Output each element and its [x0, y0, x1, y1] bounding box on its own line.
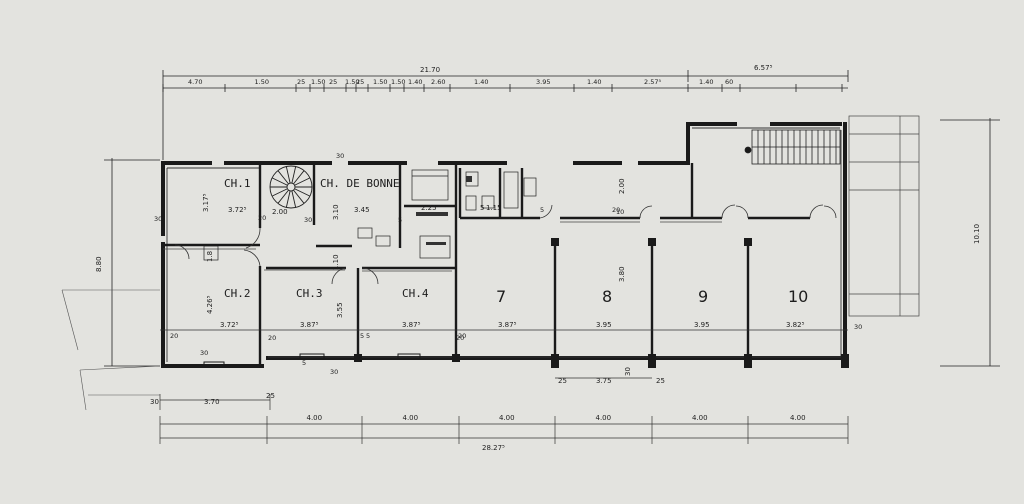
top-segment-dimension: 1.50 [255, 78, 269, 86]
top-segment-dimension: 1.40 [587, 78, 601, 86]
wall-thickness-mark: 20 [170, 332, 178, 340]
dim-bonne-width: 3.45 [354, 206, 370, 214]
between-d: 25 [656, 377, 665, 385]
module-dimension: 4.00 [307, 414, 323, 422]
top-segment-dimension: 3.95 [536, 78, 550, 86]
room-label-ch2: CH.2 [224, 287, 251, 300]
module-dimension: 4.00 [596, 414, 612, 422]
top-segment-dimension: 2.60 [431, 78, 445, 86]
top-segment-dimension: 4.70 [188, 78, 202, 86]
dim-ch1-width: 3.72⁵ [228, 206, 247, 214]
wall-thickness-mark: 30 [330, 368, 338, 376]
door-swings [174, 204, 837, 285]
room-label-ch-bonne: CH. DE BONNE [320, 177, 399, 190]
total-top-dimension: 21.70 [420, 66, 440, 74]
top-segment-dimension: 1.50 [345, 78, 359, 86]
top-segment-dimension: 1.50 [311, 78, 325, 86]
top-segment-dimension: 25 [356, 78, 364, 86]
wall-thickness-mark: 5 [360, 332, 364, 340]
partition-faces [163, 221, 722, 272]
wall-thickness-mark: 30 [304, 216, 312, 224]
annex-staircase [744, 129, 841, 165]
dim-room8-width: 3.95 [596, 321, 612, 329]
room-label-7: 7 [496, 287, 506, 306]
right-overall-height: 10.10 [973, 224, 981, 244]
structural-columns [354, 238, 849, 368]
dim-ch2-height: 4.26⁵ [206, 295, 214, 314]
module-dimension-lines [159, 329, 849, 444]
right-terrace [848, 115, 920, 317]
top-segment-dimension: 25 [329, 78, 337, 86]
wall-thickness-mark: 5 [398, 216, 402, 224]
dim-ch2-width: 3.72⁵ [220, 321, 239, 329]
top-segment-dimension: 1.50 [391, 78, 405, 86]
top-segment-dimension: 1.40 [474, 78, 488, 86]
between-c: 30 [624, 367, 632, 376]
bottom-total-dimension: 28.27⁵ [482, 444, 505, 452]
top-segment-dimension: 1.40 [408, 78, 422, 86]
dim-room9-width: 3.95 [694, 321, 710, 329]
room-label-9: 9 [698, 287, 708, 306]
wall-thickness-mark: 30 [200, 349, 208, 357]
wall-thickness-mark: 30 [336, 152, 344, 160]
between-b: 3.75 [596, 377, 612, 385]
wall-thickness-mark: 20 [258, 214, 266, 222]
bottom-windows [203, 353, 421, 368]
wall-thickness-mark: 20 [268, 334, 276, 342]
module-dimension: 4.00 [790, 414, 806, 422]
dim-hall-height: 1.10 [332, 254, 340, 270]
dim-small-a: 1.8 [206, 251, 214, 262]
wall-thickness-mark: 5 [302, 359, 306, 367]
wall-thickness-mark: 20 [458, 332, 466, 340]
dim-ch3-height: 3.55 [336, 302, 344, 318]
bottom-left-b: 3.70 [204, 398, 220, 406]
wall-thickness-mark: 10 [616, 208, 624, 216]
dim-ch4-width: 3.87⁵ [402, 321, 421, 329]
dim-bonne-height: 3.10 [332, 204, 340, 220]
room-label-ch4: CH.4 [402, 287, 429, 300]
module-dimension: 4.00 [403, 414, 419, 422]
dim-room10-width: 3.82⁵ [786, 321, 805, 329]
dim-room8-height: 3.80 [618, 266, 626, 282]
spiral-staircase [269, 165, 313, 209]
wall-thickness-mark: 20 [456, 334, 464, 342]
side-dimensions [104, 118, 1000, 367]
module-dimension: 4.00 [692, 414, 708, 422]
annex-top-dimension: 6.57⁵ [754, 64, 773, 72]
fixture-hatching [416, 176, 472, 245]
room-label-8: 8 [602, 287, 612, 306]
bottom-left-c: 25 [266, 392, 275, 400]
top-segment-dimension: 60 [725, 78, 733, 86]
top-segment-dimension: 1.40 [699, 78, 713, 86]
dim-bath-width: 2.25 [421, 204, 437, 212]
dim-stair-width: 2.00 [272, 208, 288, 216]
room-label-ch3: CH.3 [296, 287, 323, 300]
sanitary-fixtures [203, 169, 537, 261]
bottom-left-a: 30 [150, 398, 159, 406]
room-label-ch1: CH.1 [224, 177, 251, 190]
dim-corridor-height: 2.00 [618, 178, 626, 194]
dim-ch1-height: 3.17⁵ [202, 193, 210, 212]
terrace-outline [61, 289, 161, 411]
dim-wc-b: 5 [480, 204, 484, 212]
wall-thickness-mark: 30 [854, 323, 862, 331]
dim-room7-width: 3.87⁵ [498, 321, 517, 329]
top-segment-dimension: 2.57⁵ [644, 78, 661, 86]
dim-ch3-width: 3.87⁵ [300, 321, 319, 329]
dim-wc-a: 1.15 [486, 204, 502, 212]
module-dimension: 4.00 [499, 414, 515, 422]
partitions [163, 163, 810, 366]
wall-thickness-mark: 5 [366, 332, 370, 340]
wall-thickness-mark: 30 [154, 215, 162, 223]
top-dimension-chain [162, 70, 849, 160]
wall-thickness-mark: 20 [612, 206, 620, 214]
wall-thickness-mark: 5 [540, 206, 544, 214]
room-label-10: 10 [788, 287, 808, 306]
left-overall-height: 8.80 [95, 256, 103, 272]
top-segment-dimension: 1.50 [373, 78, 387, 86]
top-segment-dimension: 25 [297, 78, 305, 86]
between-a: 25 [558, 377, 567, 385]
